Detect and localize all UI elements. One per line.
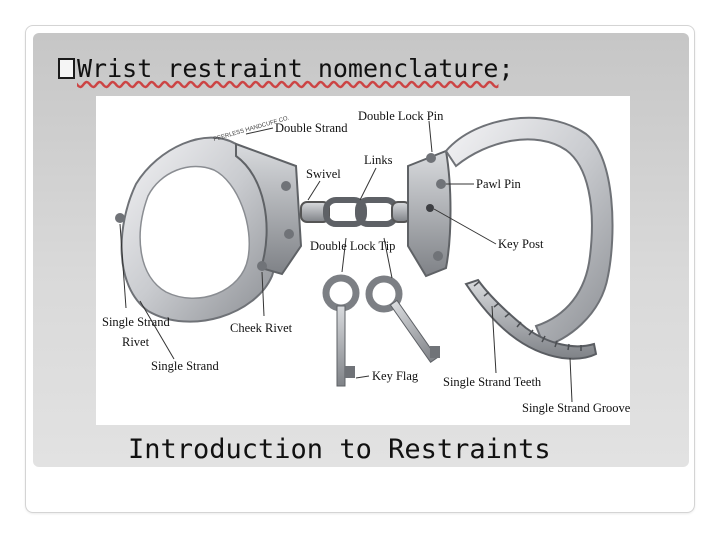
leader-key-post	[433, 208, 497, 245]
leader-key-flag	[355, 375, 370, 379]
leader-swivel	[307, 180, 321, 201]
label-single-strand-rivet-2: Rivet	[122, 335, 150, 349]
teeth-marks	[473, 281, 582, 351]
leader-cheek-rivet	[261, 271, 265, 317]
single-strand-rivet	[115, 213, 125, 223]
leader-double-lock-pin	[428, 120, 433, 153]
square-bullet-icon	[58, 57, 75, 79]
keyhole	[426, 204, 434, 212]
left-cuff-opening	[139, 165, 250, 299]
label-single-strand-groove: Single Strand Groove	[522, 401, 630, 415]
bullet-text: Wrist restraint nomenclature	[77, 53, 499, 83]
label-single-strand: Single Strand	[151, 359, 219, 373]
label-key-post: Key Post	[498, 237, 544, 251]
label-links: Links	[364, 153, 393, 167]
pawl-pin-rivet	[436, 179, 446, 189]
label-single-strand-rivet-1: Single Strand	[102, 315, 170, 329]
label-swivel: Swivel	[306, 167, 341, 181]
bullet-punctuation: ;	[498, 53, 514, 83]
leader-double-lock-tip-1	[341, 237, 347, 273]
label-double-lock-pin: Double Lock Pin	[358, 109, 444, 123]
chain-link-1	[323, 197, 367, 227]
label-single-strand-teeth: Single Strand Teeth	[443, 375, 542, 389]
label-double-strand: Double Strand	[275, 121, 348, 135]
leader-links	[359, 167, 377, 201]
double-lock-pin-rivet	[426, 153, 436, 163]
handcuff-diagram-svg: PEERLESS HANDCUFF CO.	[102, 109, 630, 415]
label-pawl-pin: Pawl Pin	[476, 177, 522, 191]
label-key-flag: Key Flag	[372, 369, 419, 383]
leader-single-strand	[139, 300, 175, 360]
leader-single-strand-groove	[569, 357, 573, 403]
left-cuff-body	[235, 142, 303, 276]
right-cuff-bow	[444, 116, 614, 348]
leader-single-strand-teeth	[491, 305, 497, 374]
handcuff-key-left	[322, 274, 360, 387]
leader-double-lock-tip-2	[383, 237, 393, 279]
leader-single-strand-rivet	[119, 223, 127, 309]
handcuff-key-right	[365, 275, 440, 364]
slide-footer-title: Introduction to Restraints	[128, 434, 551, 465]
label-cheek-rivet: Cheek Rivet	[230, 321, 293, 335]
bullet-line: Wrist restraint nomenclature;	[58, 50, 514, 86]
single-strand-teeth	[464, 278, 598, 360]
cheek-rivet	[257, 261, 267, 271]
right-body-rivet	[433, 251, 443, 261]
right-cuff-body	[407, 149, 452, 278]
left-body-rivet-top	[281, 181, 291, 191]
leader-double-strand	[245, 127, 274, 135]
left-body-rivet-bottom	[284, 229, 294, 239]
handcuff-diagram: PEERLESS HANDCUFF CO.	[96, 96, 630, 425]
label-double-lock-tip: Double Lock Tip	[310, 239, 395, 253]
